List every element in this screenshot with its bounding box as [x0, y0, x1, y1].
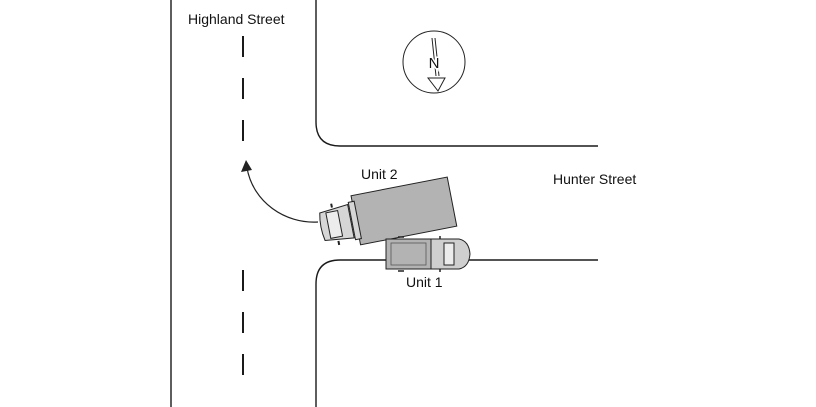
- hunter-street-label: Hunter Street: [553, 171, 637, 187]
- unit-1-pickup: [385, 236, 471, 272]
- north-label: N: [429, 55, 440, 72]
- unit-2-label: Unit 2: [361, 166, 398, 182]
- highland-hunter-north-corner: [315, 0, 598, 147]
- turn-path-arrow-icon: [241, 160, 319, 223]
- highland-street-label: Highland Street: [188, 11, 285, 27]
- north-arrow-icon: N: [402, 30, 466, 94]
- unit-2-truck: [319, 176, 458, 246]
- highland-hunter-south-corner: [315, 259, 598, 407]
- unit-1-label: Unit 1: [406, 274, 443, 290]
